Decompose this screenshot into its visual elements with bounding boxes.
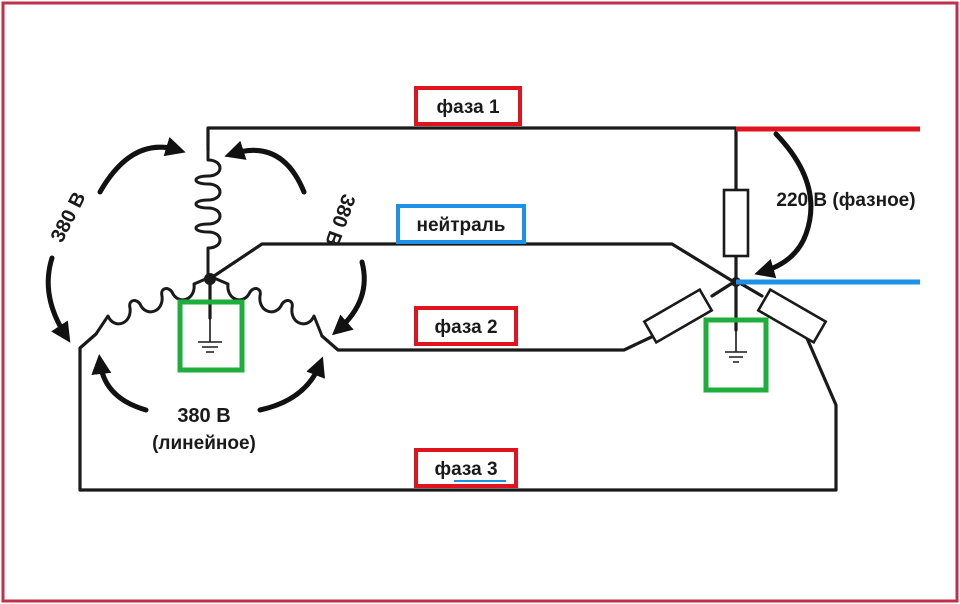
- line-voltage-bottom-label: 380 В: [177, 405, 230, 427]
- arrow-left-lower: [45, 255, 71, 343]
- coil-right: [212, 276, 324, 338]
- phase1-label-box: [414, 86, 522, 126]
- ground-box-right: [703, 317, 769, 393]
- line-voltage-left-label: 380 В: [47, 189, 91, 247]
- neutral-label-box: [396, 204, 526, 244]
- arrow-right-lower: [332, 259, 367, 336]
- coil-left: [94, 276, 210, 336]
- neutral-wire: [212, 242, 736, 284]
- arrow-phase-voltage: [754, 131, 814, 279]
- load-resistor-left-lead: [710, 280, 736, 298]
- line-voltage-bottom-caption: (линейное): [152, 433, 256, 454]
- arrow-right-upper: [224, 140, 307, 195]
- phase-voltage-label: 220 В (фазное): [776, 190, 915, 211]
- phase2-label-box: [414, 306, 518, 346]
- phase2-wire: [320, 330, 664, 352]
- arrow-bottom-right: [257, 356, 325, 413]
- phase2-label: фаза 2: [434, 317, 497, 338]
- phase3-wire: [78, 332, 838, 492]
- line-voltage-right-label: 380 В: [320, 191, 359, 249]
- ground-icon: [198, 318, 222, 353]
- ground-box-left: [177, 299, 245, 373]
- load-resistor-top: [722, 188, 750, 258]
- phase3-label: фаза 3: [434, 459, 497, 480]
- load-resistor-right: [756, 287, 828, 345]
- ground-icon: [725, 330, 747, 363]
- load-resistor-left: [642, 287, 714, 345]
- arrow-bottom-left: [91, 354, 149, 413]
- phase1-label: фаза 1: [436, 97, 499, 118]
- neutral-label: нейтраль: [417, 215, 506, 236]
- arrow-left-upper: [97, 136, 186, 195]
- phase1-wire: [206, 126, 738, 192]
- coil-top: [194, 148, 222, 280]
